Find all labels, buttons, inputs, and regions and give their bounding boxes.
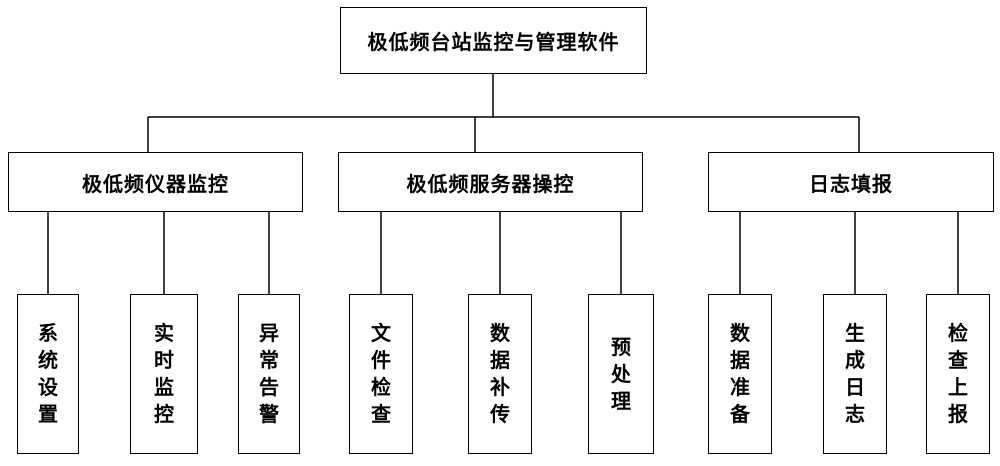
group-label: 极低频服务器操控 — [406, 171, 575, 196]
leaf-node: 系统设置 — [17, 294, 79, 454]
leaf-label: 异常告警 — [259, 321, 279, 426]
leaf-label: 数据准备 — [730, 321, 750, 426]
leaf-label: 文件检查 — [371, 321, 391, 426]
leaf-node: 异常告警 — [238, 294, 300, 454]
leaf-label: 实时监控 — [154, 321, 174, 426]
group-label: 极低频仪器监控 — [82, 171, 229, 196]
leaf-node: 文件检查 — [349, 294, 413, 454]
root-label: 极低频台站监控与管理软件 — [367, 30, 620, 54]
leaf-label: 预处理 — [611, 334, 631, 413]
leaf-node: 数据准备 — [708, 294, 772, 454]
leaf-label: 生成日志 — [845, 321, 865, 426]
leaf-node: 预处理 — [588, 294, 654, 454]
group-node-instrument-monitoring: 极低频仪器监控 — [8, 152, 303, 212]
leaf-node: 数据补传 — [468, 294, 532, 454]
group-node-server-control: 极低频服务器操控 — [338, 152, 643, 212]
root-node: 极低频台站监控与管理软件 — [340, 7, 647, 74]
leaf-label: 系统设置 — [38, 321, 58, 426]
leaf-label: 数据补传 — [490, 321, 510, 426]
leaf-node: 生成日志 — [823, 294, 887, 454]
leaf-node: 实时监控 — [130, 294, 198, 454]
group-label: 日志填报 — [809, 171, 893, 196]
leaf-node: 检查上报 — [926, 294, 990, 454]
group-node-log-reporting: 日志填报 — [708, 152, 994, 212]
leaf-label: 检查上报 — [948, 321, 968, 426]
